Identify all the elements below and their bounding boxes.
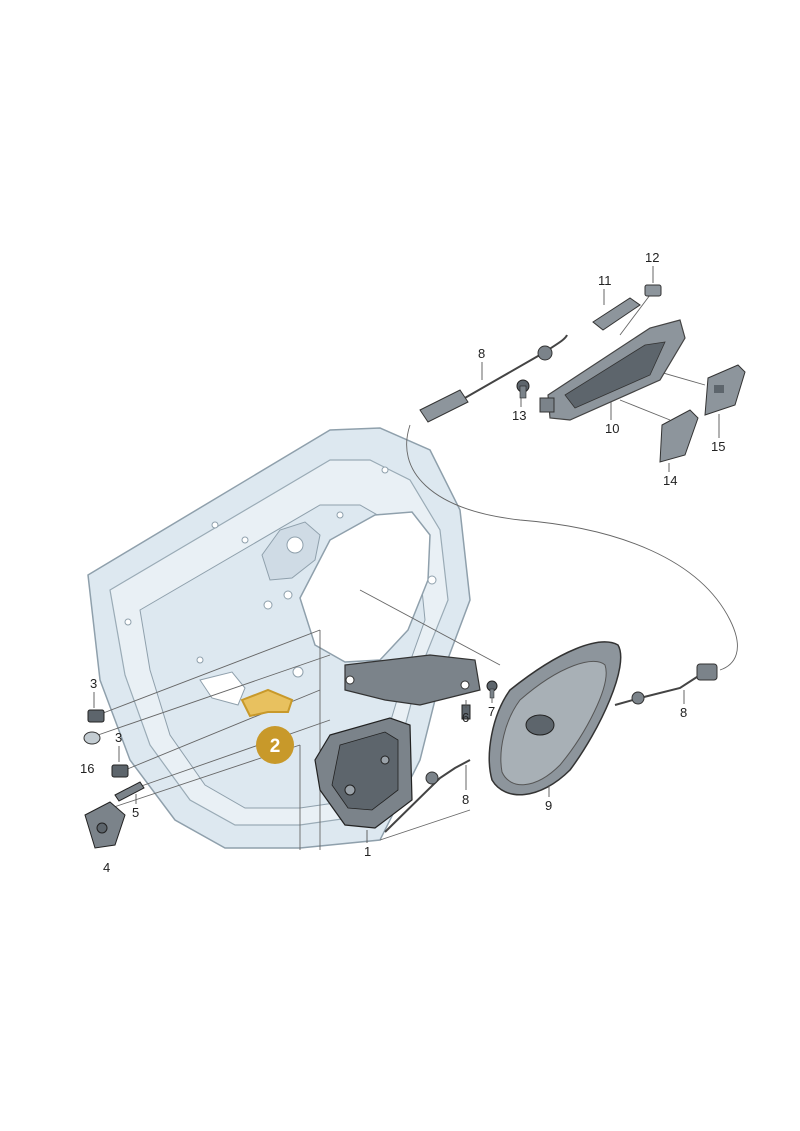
callout-12: 12 xyxy=(645,250,659,265)
callout-6: 6 xyxy=(462,710,469,725)
callout-labels: 1 3 3 4 5 6 7 8 8 8 9 10 11 12 13 14 15 … xyxy=(80,250,725,875)
bolt-16 xyxy=(111,764,129,778)
callout-ticks xyxy=(93,266,720,843)
cover-cap-14 xyxy=(659,409,699,463)
washer-3 xyxy=(83,731,101,745)
screw-5 xyxy=(114,781,145,802)
callout-1: 1 xyxy=(364,844,371,859)
highlighted-part-seal xyxy=(240,688,294,718)
bolt-13 xyxy=(516,379,530,399)
switch-cover-15 xyxy=(704,364,746,416)
highlight-badge-2: 2 xyxy=(256,726,294,764)
outer-handle-bezel xyxy=(488,641,622,796)
callout-16: 16 xyxy=(80,761,94,776)
door-lock-unit xyxy=(314,717,471,833)
bowden-cable-lower xyxy=(425,771,439,785)
bolt-3-upper xyxy=(87,709,105,723)
screw-7 xyxy=(486,680,498,699)
callout-8-right: 8 xyxy=(680,705,687,720)
callout-5: 5 xyxy=(132,805,139,820)
callout-14: 14 xyxy=(663,473,677,488)
callout-3-upper: 3 xyxy=(90,676,97,691)
handle-trim-clip xyxy=(592,297,641,331)
callout-15: 15 xyxy=(711,439,725,454)
callout-9: 9 xyxy=(545,798,552,813)
callout-11: 11 xyxy=(598,273,612,288)
callout-8-upper: 8 xyxy=(478,346,485,361)
callout-13: 13 xyxy=(512,408,526,423)
callout-4: 4 xyxy=(103,860,110,875)
small-cap xyxy=(644,284,662,297)
callout-7: 7 xyxy=(488,704,495,719)
callout-2: 2 xyxy=(270,736,281,757)
callout-8-lower: 8 xyxy=(462,792,469,807)
inner-door-handle xyxy=(539,319,686,421)
bowden-cable-right xyxy=(614,663,718,706)
bowden-cable-upper xyxy=(419,334,568,423)
callout-10: 10 xyxy=(605,421,619,436)
callout-3-lower: 3 xyxy=(115,730,122,745)
striker-plate-4 xyxy=(84,801,126,849)
